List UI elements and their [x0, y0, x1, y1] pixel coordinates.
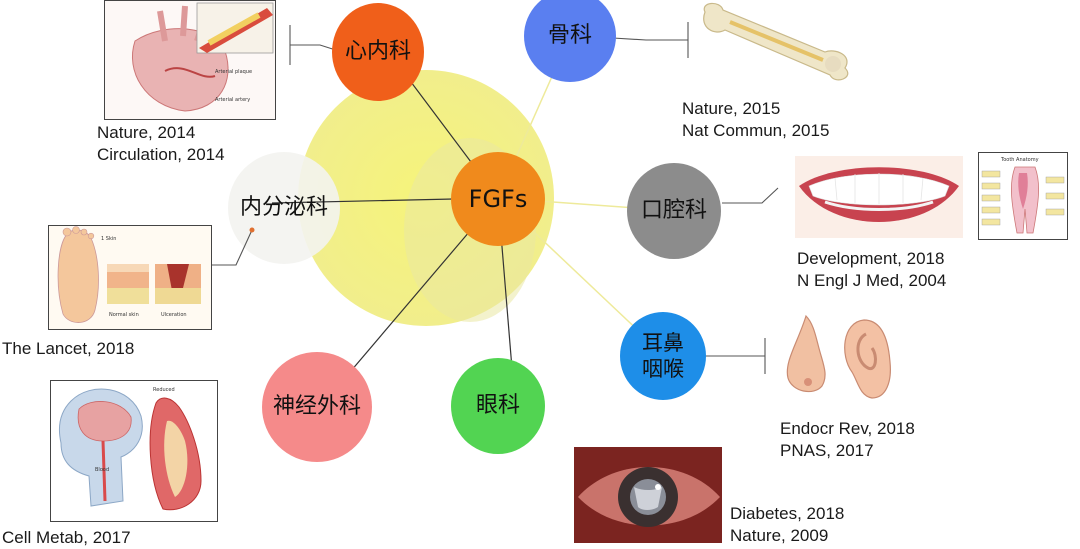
nose-ear-image [778, 312, 908, 402]
citation-ophthalmology: Diabetes, 2018 Nature, 2009 [730, 504, 845, 545]
node-stomatology: 口腔科 [627, 163, 721, 259]
node-fgfs: FGFs [451, 152, 545, 246]
svg-text:Ulceration: Ulceration [161, 312, 187, 318]
ent-label-line2: 咽喉 [642, 357, 684, 381]
citation-orthopedics: Nature, 2015 Nat Commun, 2015 [682, 99, 830, 140]
endocrinology-label: 内分泌科 [239, 195, 328, 221]
orthopedics-label: 骨科 [547, 23, 592, 49]
svg-text:Arterial artery: Arterial artery [215, 97, 250, 103]
svg-text:Blood: Blood [95, 467, 109, 473]
ent-label-line1: 耳鼻 [642, 330, 684, 355]
heart-image: Arterial plaque Arterial artery [104, 0, 276, 120]
node-orthopedics: 骨科 [524, 0, 616, 82]
eye-image [574, 447, 722, 543]
neurosurgery-label: 神经外科 [272, 394, 361, 420]
svg-text:Reduced: Reduced [153, 387, 175, 393]
brain-image: Reduced Blood [50, 380, 218, 522]
teeth-image [795, 156, 963, 238]
node-ophthalmology: 眼科 [451, 358, 545, 454]
endocrinology-halo [228, 152, 340, 264]
citation-cardiology: Nature, 2014 Circulation, 2014 [97, 123, 225, 164]
svg-text:Normal skin: Normal skin [109, 312, 139, 318]
citation-endocrinology: The Lancet, 2018 [2, 339, 135, 358]
node-ent: 耳鼻 咽喉 [620, 312, 706, 400]
stomatology-label: 口腔科 [640, 198, 707, 224]
foot-image: 1 Skin Normal skin Ulceration [48, 225, 212, 330]
svg-text:Tooth Anatomy: Tooth Anatomy [1000, 157, 1039, 163]
svg-text:1 Skin: 1 Skin [101, 236, 116, 242]
citation-stomatology: Development, 2018 N Engl J Med, 2004 [797, 249, 947, 290]
tooth-anatomy-image: Tooth Anatomy [978, 152, 1068, 240]
connector-bone [612, 37, 688, 41]
ophthalmology-label: 眼科 [475, 393, 520, 419]
bone-image [695, 0, 860, 85]
citation-neurosurgery: Cell Metab, 2017 [2, 528, 131, 547]
node-neurosurgery: 神经外科 [262, 352, 372, 462]
connector-teeth [722, 187, 779, 204]
node-endocrinology: 内分泌科 [222, 180, 346, 236]
citation-ent: Endocr Rev, 2018 PNAS, 2017 [780, 419, 915, 460]
connector-foot [212, 229, 253, 266]
fgfs-label: FGFs [468, 185, 528, 213]
svg-text:Arterial plaque: Arterial plaque [215, 69, 252, 75]
node-cardiology: 心内科 [332, 3, 424, 101]
cardiology-label: 心内科 [344, 39, 411, 65]
